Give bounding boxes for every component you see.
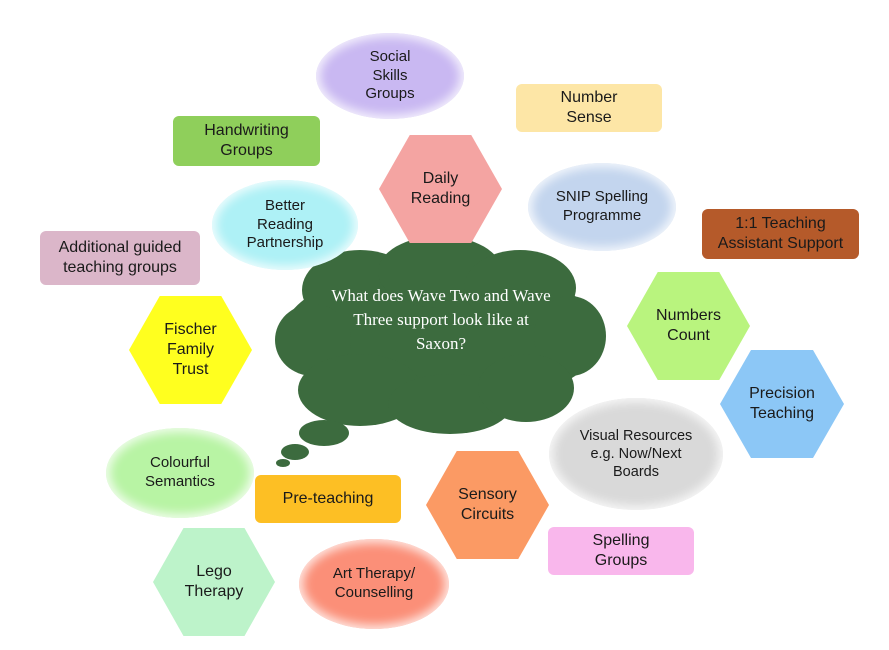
daily-reading-hexagon: Daily Reading (379, 135, 502, 243)
sensory-circuits-hexagon: Sensory Circuits (426, 451, 549, 559)
social-skills-groups-ellipse: Social Skills Groups (316, 33, 464, 119)
thought-bubble-small (276, 459, 290, 467)
better-reading-partnership-ellipse: Better Reading Partnership (212, 180, 358, 270)
spelling-groups-box: Spelling Groups (548, 527, 694, 575)
pre-teaching-box: Pre-teaching (255, 475, 401, 523)
central-question: What does Wave Two and Wave Three suppor… (331, 286, 551, 354)
handwriting-groups-box: Handwriting Groups (173, 116, 320, 166)
thought-bubble-medium (281, 444, 309, 460)
cloud-shape (275, 236, 606, 467)
visual-resources-ellipse: Visual Resources e.g. Now/Next Boards (549, 398, 723, 510)
additional-guided-teaching-box: Additional guided teaching groups (40, 231, 200, 285)
teaching-assistant-support-box: 1:1 Teaching Assistant Support (702, 209, 859, 259)
number-sense-box: Number Sense (516, 84, 662, 132)
numbers-count-hexagon: Numbers Count (627, 272, 750, 380)
art-therapy-counselling-ellipse: Art Therapy/ Counselling (299, 539, 449, 629)
fischer-family-trust-hexagon: Fischer Family Trust (129, 296, 252, 404)
thought-bubble-large (299, 420, 349, 446)
precision-teaching-hexagon: Precision Teaching (720, 350, 844, 458)
colourful-semantics-ellipse: Colourful Semantics (106, 428, 254, 518)
snip-spelling-programme-ellipse: SNIP Spelling Programme (528, 163, 676, 251)
